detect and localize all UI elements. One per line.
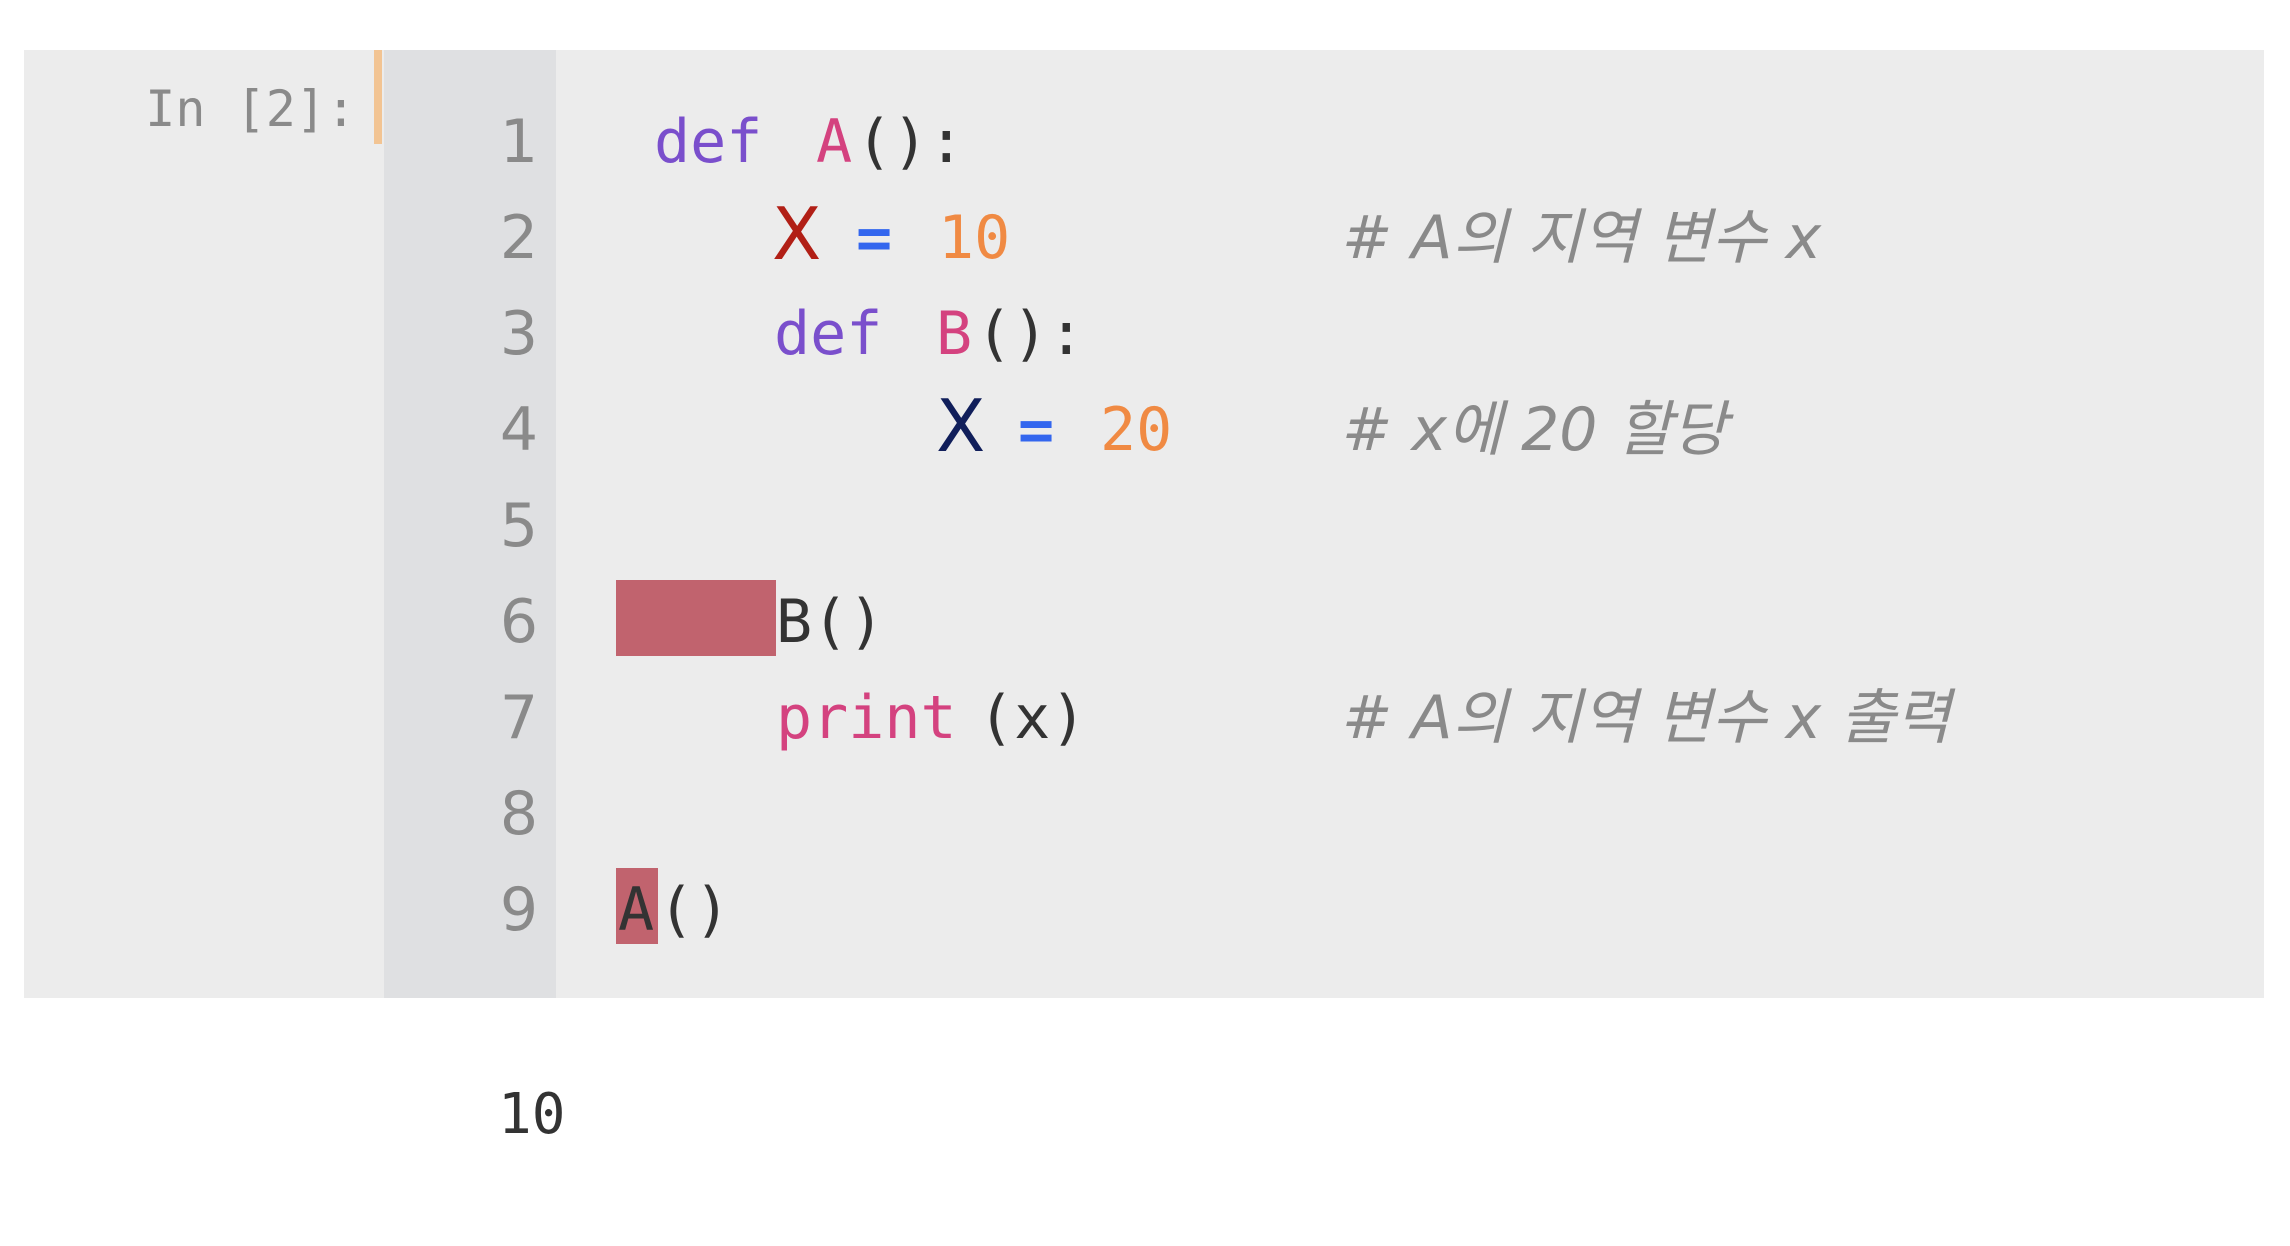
code-line-3: def B (): [24,286,1084,382]
line-number: 6 [499,587,538,657]
comment: # x에 20 할당 [1342,395,1727,465]
highlight-block [616,580,776,656]
builtin-print: print [776,683,957,753]
code-line-1: def A (): [24,94,964,190]
code-line-9: A () [24,862,730,958]
line-number-gutter: 1 2 3 4 5 6 7 8 9 [384,50,556,998]
code-line-7: print (x) # A의 지역 변수 x 출력 [24,670,1951,766]
comment: # A의 지역 변수 x 출력 [1342,683,1951,753]
highlight-block [616,868,658,944]
punctuation: (): [856,107,965,177]
cell-focus-indicator [374,50,382,144]
line-number: 2 [499,203,538,273]
punctuation: (): [976,299,1085,369]
line-number: 3 [499,299,538,369]
cell-output: 10 [498,1082,566,1147]
keyword-def: def [654,107,763,177]
line-number: 5 [499,491,538,561]
operator-assign: = [856,203,893,273]
line-number: 4 [499,395,538,465]
number-literal: 20 [1100,395,1173,465]
variable-x-inner: X [936,384,986,468]
operator-assign: = [1018,395,1055,465]
code-line-2: X = 10 # A의 지역 변수 x [24,190,1821,286]
line-number: 1 [499,107,538,177]
punctuation: (x) [978,683,1087,753]
code-line-6: B() [24,574,884,670]
comment: # A의 지역 변수 x [1342,203,1822,273]
line-number: 8 [499,779,538,849]
function-call: B() [776,587,885,657]
cell-prompt: In [2]: [145,80,356,138]
line-number: 7 [499,683,538,753]
line-number: 9 [499,875,538,945]
number-literal: 10 [938,203,1011,273]
code-line-4: X = 20 # x에 20 할당 [24,382,1727,478]
code-cell[interactable]: In [2]: 1 2 3 4 5 6 7 8 9 def A (): X = … [24,50,2264,998]
function-call-name: A [618,875,655,945]
variable-x-outer: X [772,192,822,276]
punctuation: () [658,875,731,945]
function-name: A [816,107,853,177]
function-name: B [936,299,973,369]
keyword-def: def [774,299,883,369]
